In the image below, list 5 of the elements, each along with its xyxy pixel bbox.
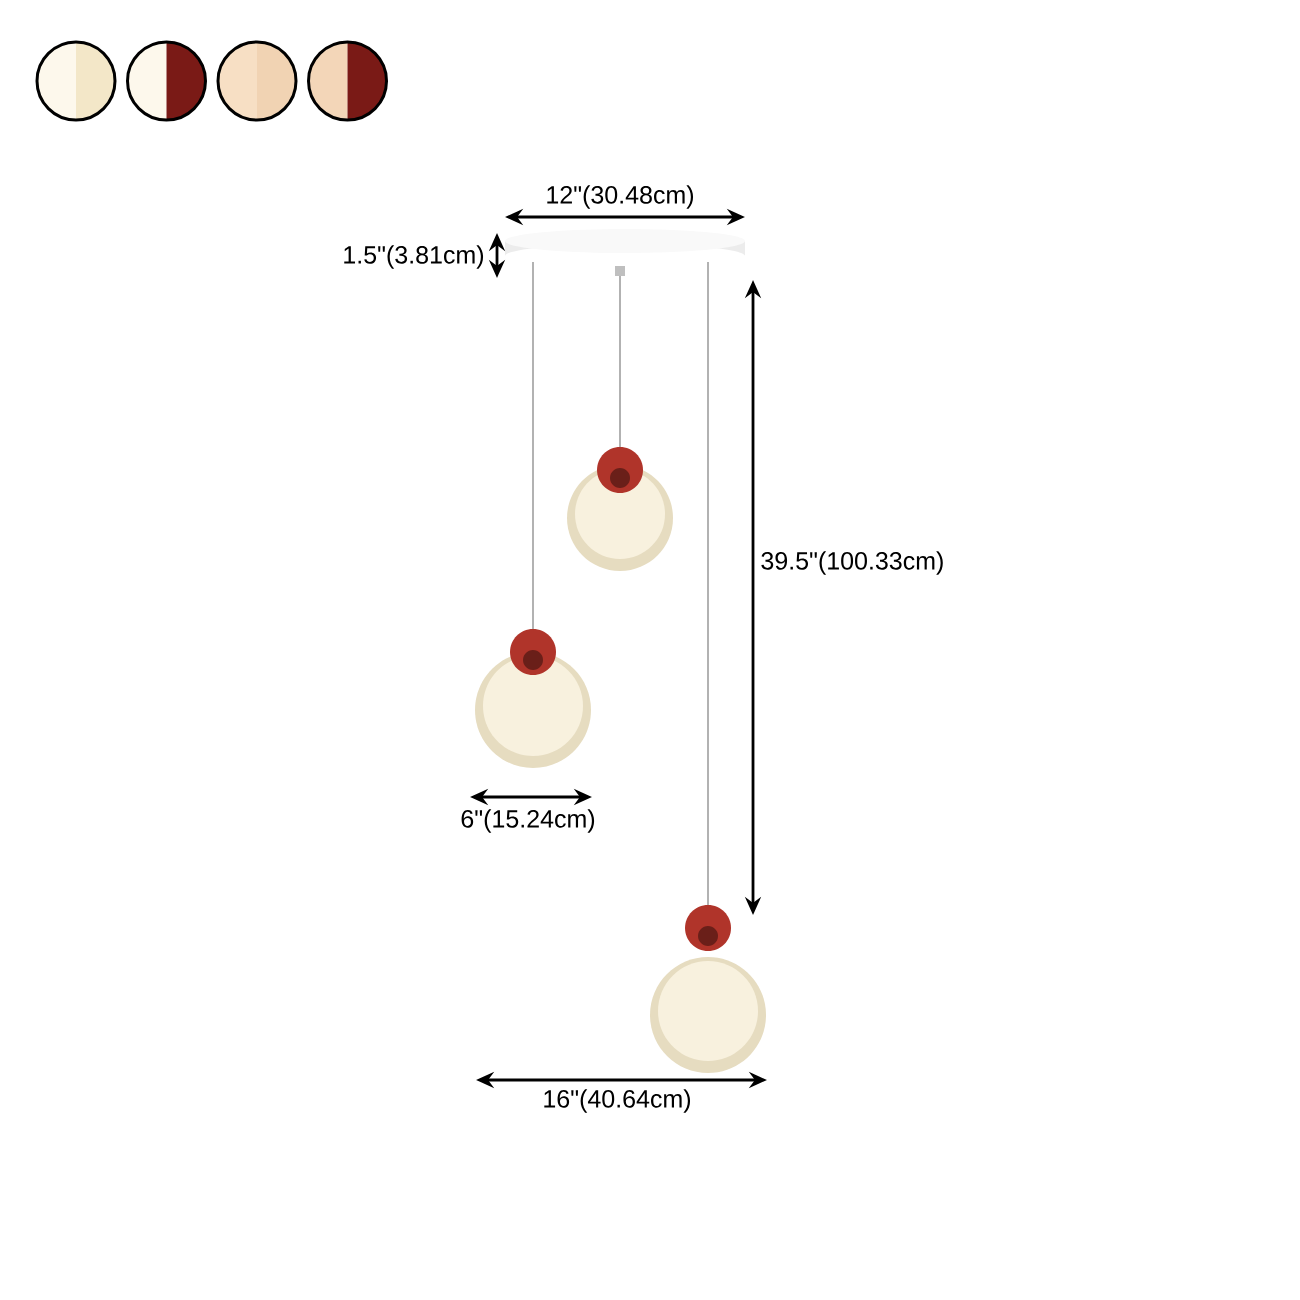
dimension-label: 16"(40.64cm) <box>544 1089 691 1113</box>
dimension-label: 1.5"(3.81cm) <box>344 245 484 269</box>
dimension-label: 6"(15.24cm) <box>461 809 595 833</box>
dimension-label: 12"(30.48cm) <box>547 185 694 209</box>
dimension-label: 39.5"(100.33cm) <box>761 551 943 575</box>
